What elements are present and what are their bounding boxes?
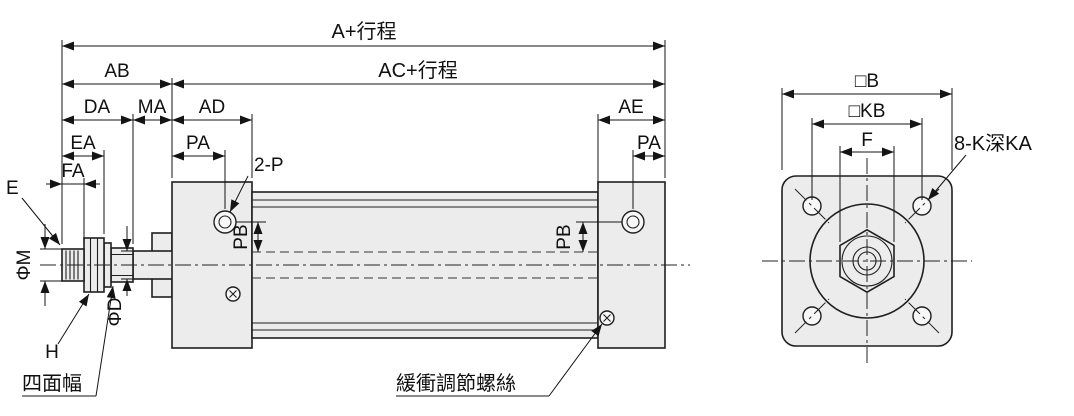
leader-e xyxy=(21,197,61,246)
leader-h xyxy=(57,293,90,345)
end-view-extension-lines xyxy=(781,88,953,242)
dim-label-fa: FA xyxy=(61,161,85,182)
leader-wrench-flat xyxy=(22,285,116,397)
dim-label-square-b: □B xyxy=(855,71,879,92)
end-view: □B □KB F 8-K深KA xyxy=(762,71,1032,364)
leader-cushion-screw xyxy=(396,323,603,397)
dim-label-pa-left: PA xyxy=(186,133,210,154)
tie-rod-lines xyxy=(252,199,598,331)
bore-hidden-lines xyxy=(252,251,598,279)
dim-phi-d xyxy=(121,226,133,296)
side-view: A+行程 AB AC+行程 DA MA AD AE EA PA PA FA E … xyxy=(6,20,690,397)
cushion-screw-right xyxy=(599,310,615,326)
dim-label-pa-right: PA xyxy=(637,133,661,154)
leader-bolt-holes xyxy=(927,154,967,201)
dim-label-phi-d: ΦD xyxy=(105,298,126,327)
dim-label-h: H xyxy=(45,342,59,363)
dim-label-e: E xyxy=(6,178,19,199)
port-callout: 2-P xyxy=(254,155,284,176)
wrench-flat-lines xyxy=(111,253,133,277)
dim-pb-left xyxy=(236,221,266,252)
dim-label-ad: AD xyxy=(199,97,225,118)
dim-label-ac-stroke: AC+行程 xyxy=(378,59,457,82)
tie-rod-holes xyxy=(794,188,940,334)
dim-label-ae: AE xyxy=(618,97,643,118)
port-right-thread xyxy=(626,215,640,229)
dim-label-f: F xyxy=(861,130,873,151)
dim-label-pb-left: PB xyxy=(231,224,252,249)
dim-pb-right xyxy=(576,221,622,252)
dim-label-da: DA xyxy=(84,97,111,118)
dim-label-pb-right: PB xyxy=(554,224,575,249)
port-right xyxy=(621,210,645,234)
wrench-flat-callout: 四面幅 xyxy=(22,372,82,395)
extension-lines xyxy=(61,40,666,244)
dim-phi-m xyxy=(40,224,62,306)
port-left-thread xyxy=(218,215,232,229)
dim-label-ma: MA xyxy=(138,97,167,118)
dim-label-square-kb: □KB xyxy=(849,101,886,122)
end-view-centerlines xyxy=(762,158,972,364)
leader-port xyxy=(229,175,249,213)
cushion-screw-left xyxy=(225,286,241,302)
dim-label-phi-m: ΦM xyxy=(14,250,35,281)
bolt-holes-callout: 8-K深KA xyxy=(954,132,1032,155)
dim-label-ea: EA xyxy=(70,133,96,154)
cushion-screw-callout: 緩衝調節螺絲 xyxy=(396,372,516,395)
dim-label-a-stroke: A+行程 xyxy=(331,20,396,43)
dim-label-ab: AB xyxy=(104,61,129,82)
